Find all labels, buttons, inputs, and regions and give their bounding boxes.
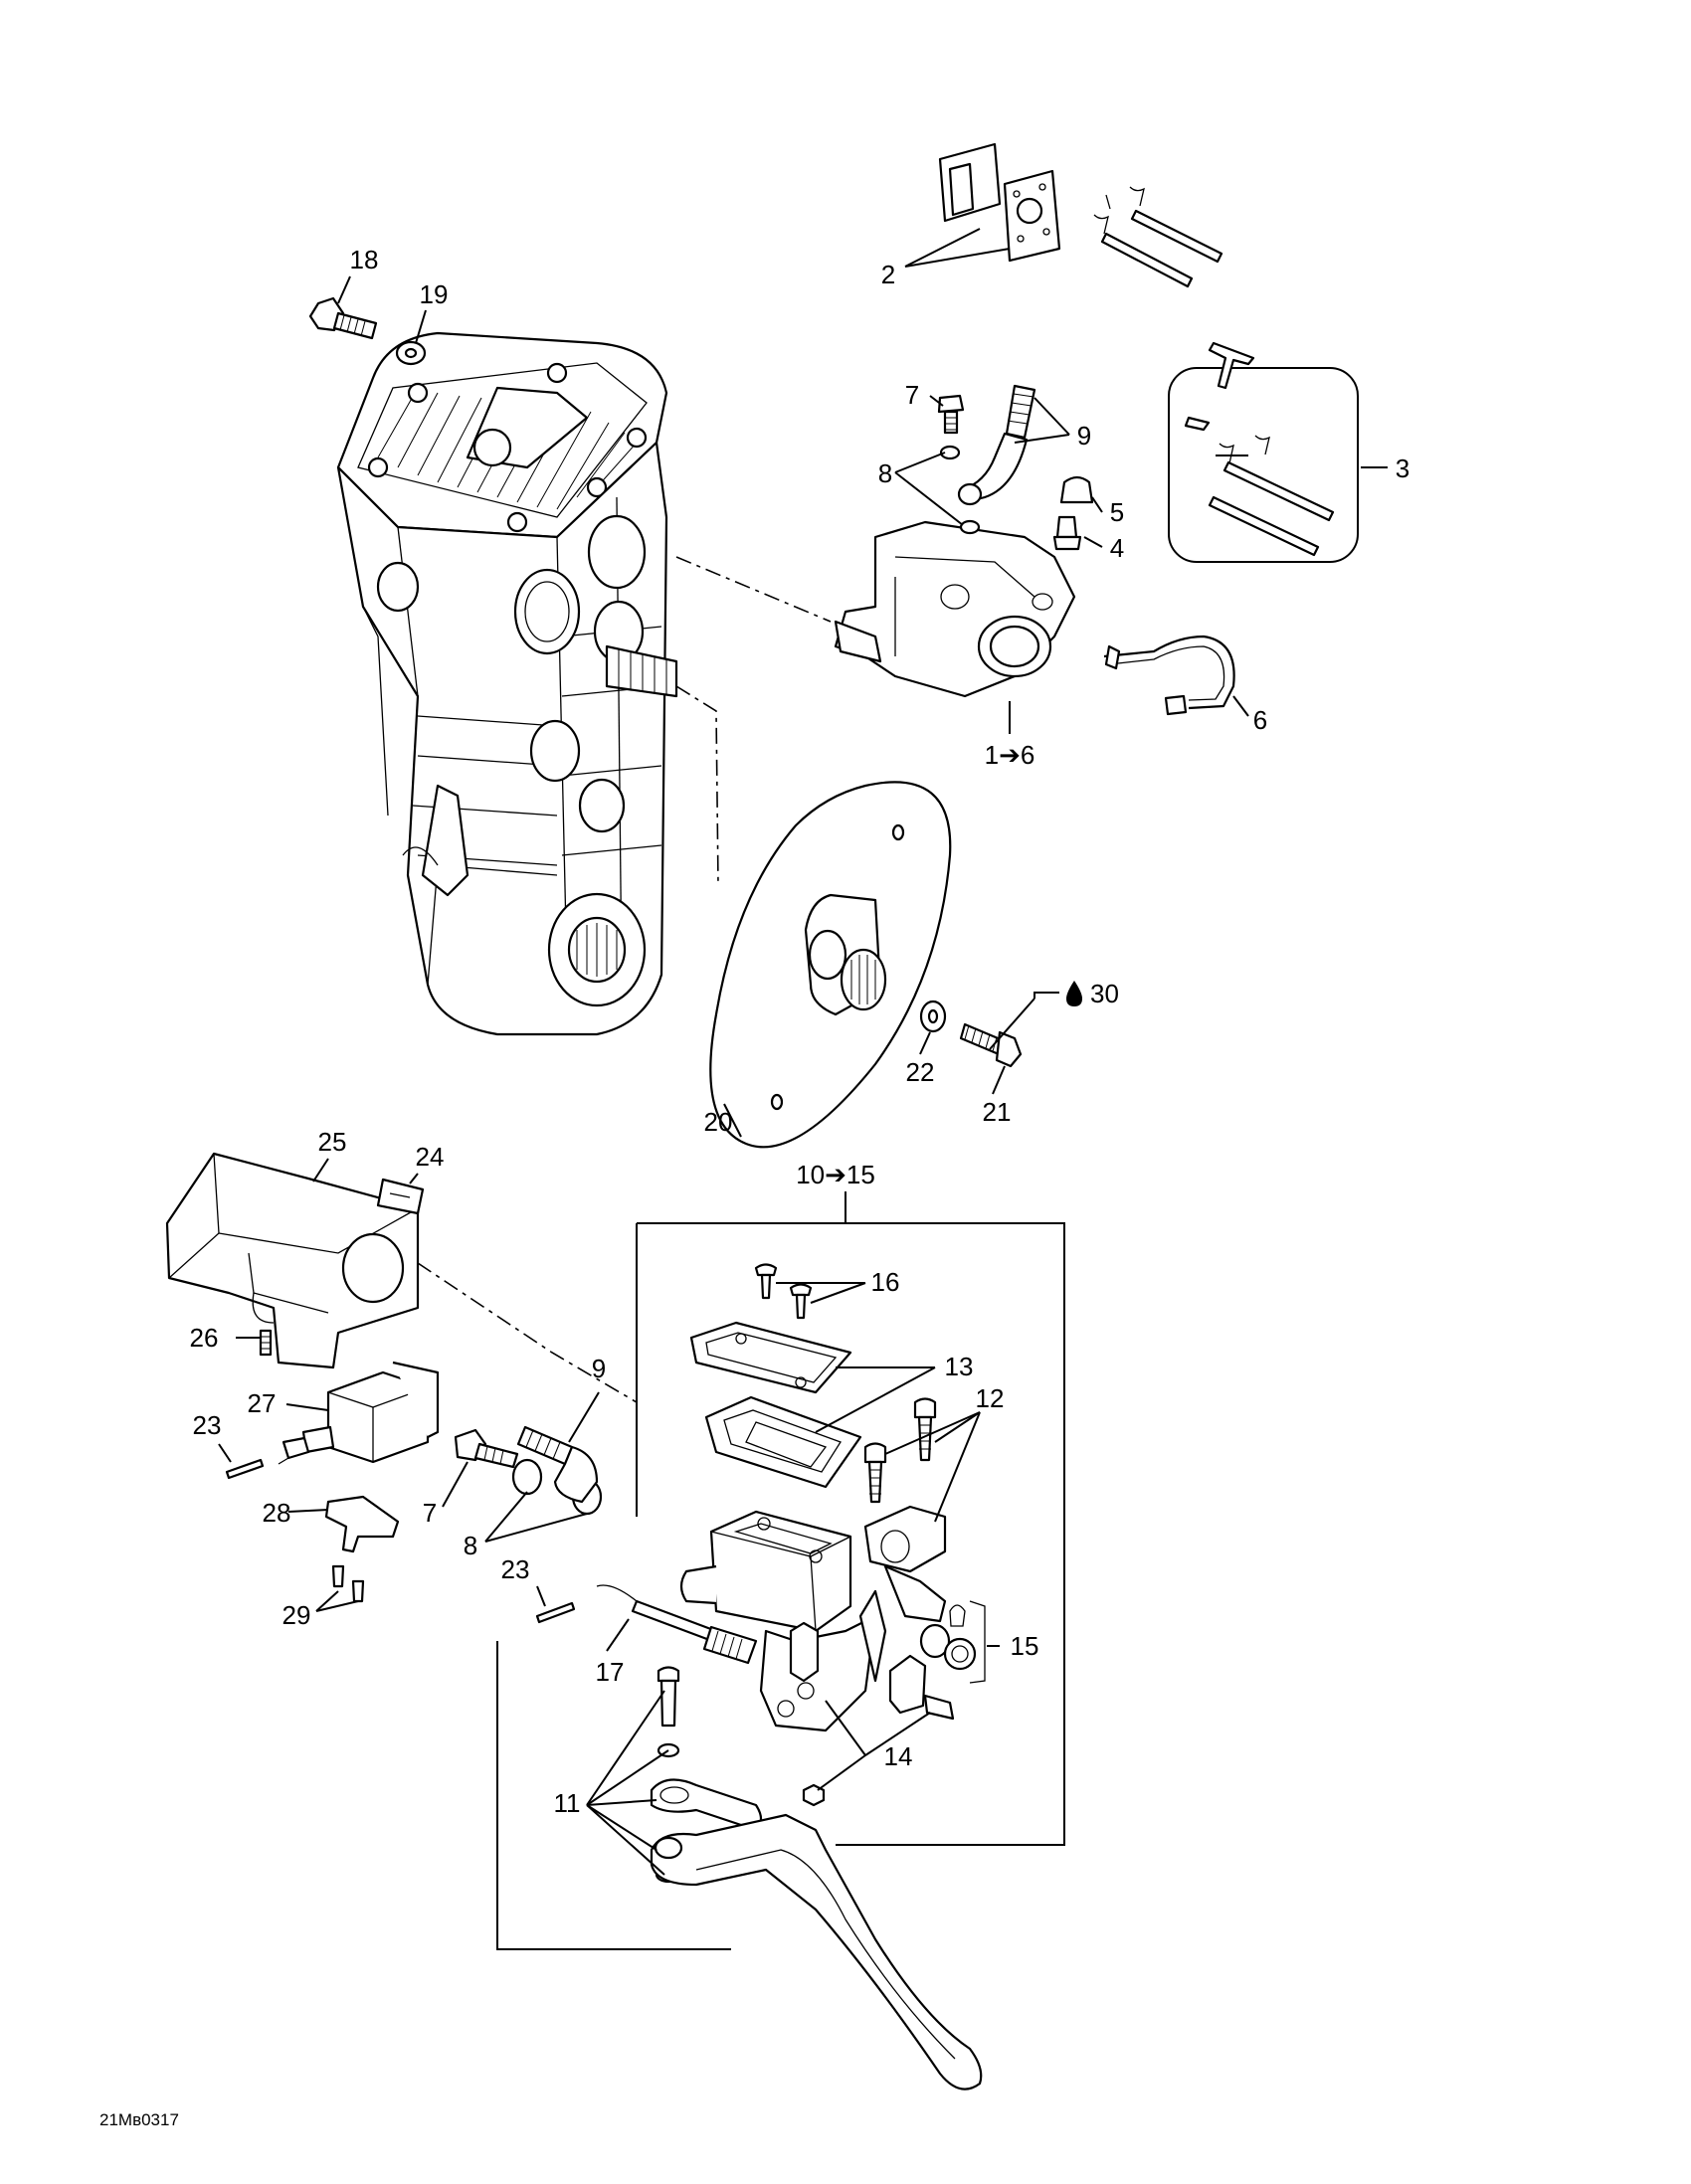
callout-28: 28 [263, 1498, 291, 1528]
callout-9-bottom: 9 [592, 1354, 606, 1383]
callout-1-6: 1➔6 [985, 740, 1035, 770]
callout-7-top: 7 [905, 380, 919, 410]
brake-disc [709, 781, 952, 1149]
callout-30-group: 30 [1066, 979, 1119, 1008]
callout-13: 13 [945, 1352, 974, 1381]
piston-kit-15 [919, 1600, 986, 1684]
banjo-bolt-7-top [937, 394, 965, 435]
callout-19: 19 [420, 279, 449, 309]
banjo-hose-9-top [957, 384, 1036, 506]
screws-29 [331, 1564, 365, 1603]
reservoir-cover-13 [689, 1321, 852, 1394]
callout-9-top: 9 [1077, 421, 1091, 451]
callout-10-15: 10➔15 [796, 1160, 875, 1189]
callout-22: 22 [906, 1057, 935, 1087]
callout-24: 24 [416, 1142, 445, 1172]
callout-3: 3 [1396, 454, 1409, 483]
handlebar-clamp-12 [863, 1505, 947, 1623]
callout-17: 17 [596, 1657, 625, 1687]
cotter-pin-23-left [225, 1458, 265, 1480]
callout-6: 6 [1253, 705, 1267, 735]
callout-16: 16 [871, 1267, 900, 1297]
callout-8-bottom: 8 [464, 1531, 477, 1560]
master-cylinder-body [679, 1510, 887, 1732]
cotter-pin-23-right [535, 1601, 576, 1624]
callout-20: 20 [704, 1107, 733, 1137]
pivot-parts-14 [789, 1621, 955, 1807]
callout-26: 26 [190, 1323, 219, 1353]
pin-kit-box-3 [1168, 341, 1359, 563]
label-24 [376, 1178, 425, 1215]
push-rod-17 [596, 1584, 758, 1665]
callout-4: 4 [1110, 533, 1124, 563]
leader-lines [218, 228, 1388, 1876]
brake-pads [938, 142, 1061, 263]
callout-27: 27 [248, 1388, 277, 1418]
washer-22 [919, 1000, 947, 1033]
crush-washers-8-top [939, 445, 981, 535]
callout-8-top: 8 [878, 458, 892, 488]
callout-23-left: 23 [193, 1410, 222, 1440]
callout-labels: 18 19 2 7 9 3 8 5 4 6 1➔6 30 22 21 20 25… [99, 245, 1409, 2129]
brake-switch-27 [278, 1361, 440, 1465]
brake-caliper [834, 520, 1076, 698]
master-cylinder-box [496, 1222, 1065, 1950]
callout-30: 30 [1090, 979, 1119, 1008]
pad-pins [1093, 186, 1223, 288]
callout-5: 5 [1110, 497, 1124, 527]
callout-12: 12 [976, 1383, 1005, 1413]
callout-18: 18 [350, 245, 379, 274]
washer-19 [395, 340, 427, 366]
banjo-hose-9-bottom [516, 1425, 599, 1504]
callout-29: 29 [282, 1600, 311, 1630]
callout-7-bottom: 7 [423, 1498, 437, 1528]
brake-lever [650, 1778, 983, 2091]
callout-25: 25 [318, 1127, 347, 1157]
banjo-bolt-7-bottom [454, 1428, 519, 1469]
screw-26 [259, 1329, 273, 1357]
alignment-lines [417, 556, 832, 1403]
drop-icon [1066, 981, 1082, 1006]
bolt-18 [308, 296, 378, 340]
callout-23-right: 23 [501, 1554, 530, 1584]
callout-2: 2 [881, 260, 895, 289]
chaincase-housing [336, 331, 678, 1036]
switch-cover-25 [165, 1152, 420, 1369]
switch-bracket-28 [324, 1495, 400, 1553]
callout-15: 15 [1011, 1631, 1039, 1661]
bleeder-fitting-4 [1052, 515, 1082, 551]
diaphragm-13 [704, 1395, 862, 1489]
brake-line-6 [1103, 635, 1235, 716]
callout-11: 11 [554, 1788, 581, 1818]
drawing-code: 21Mв0317 [99, 2110, 179, 2129]
bolt-21 [959, 1022, 1023, 1068]
clamp-screws-12 [863, 1397, 937, 1504]
callout-14: 14 [884, 1741, 913, 1771]
callout-21: 21 [983, 1097, 1012, 1127]
bleeder-cap-5 [1059, 475, 1094, 504]
cover-screws-16 [754, 1263, 813, 1320]
